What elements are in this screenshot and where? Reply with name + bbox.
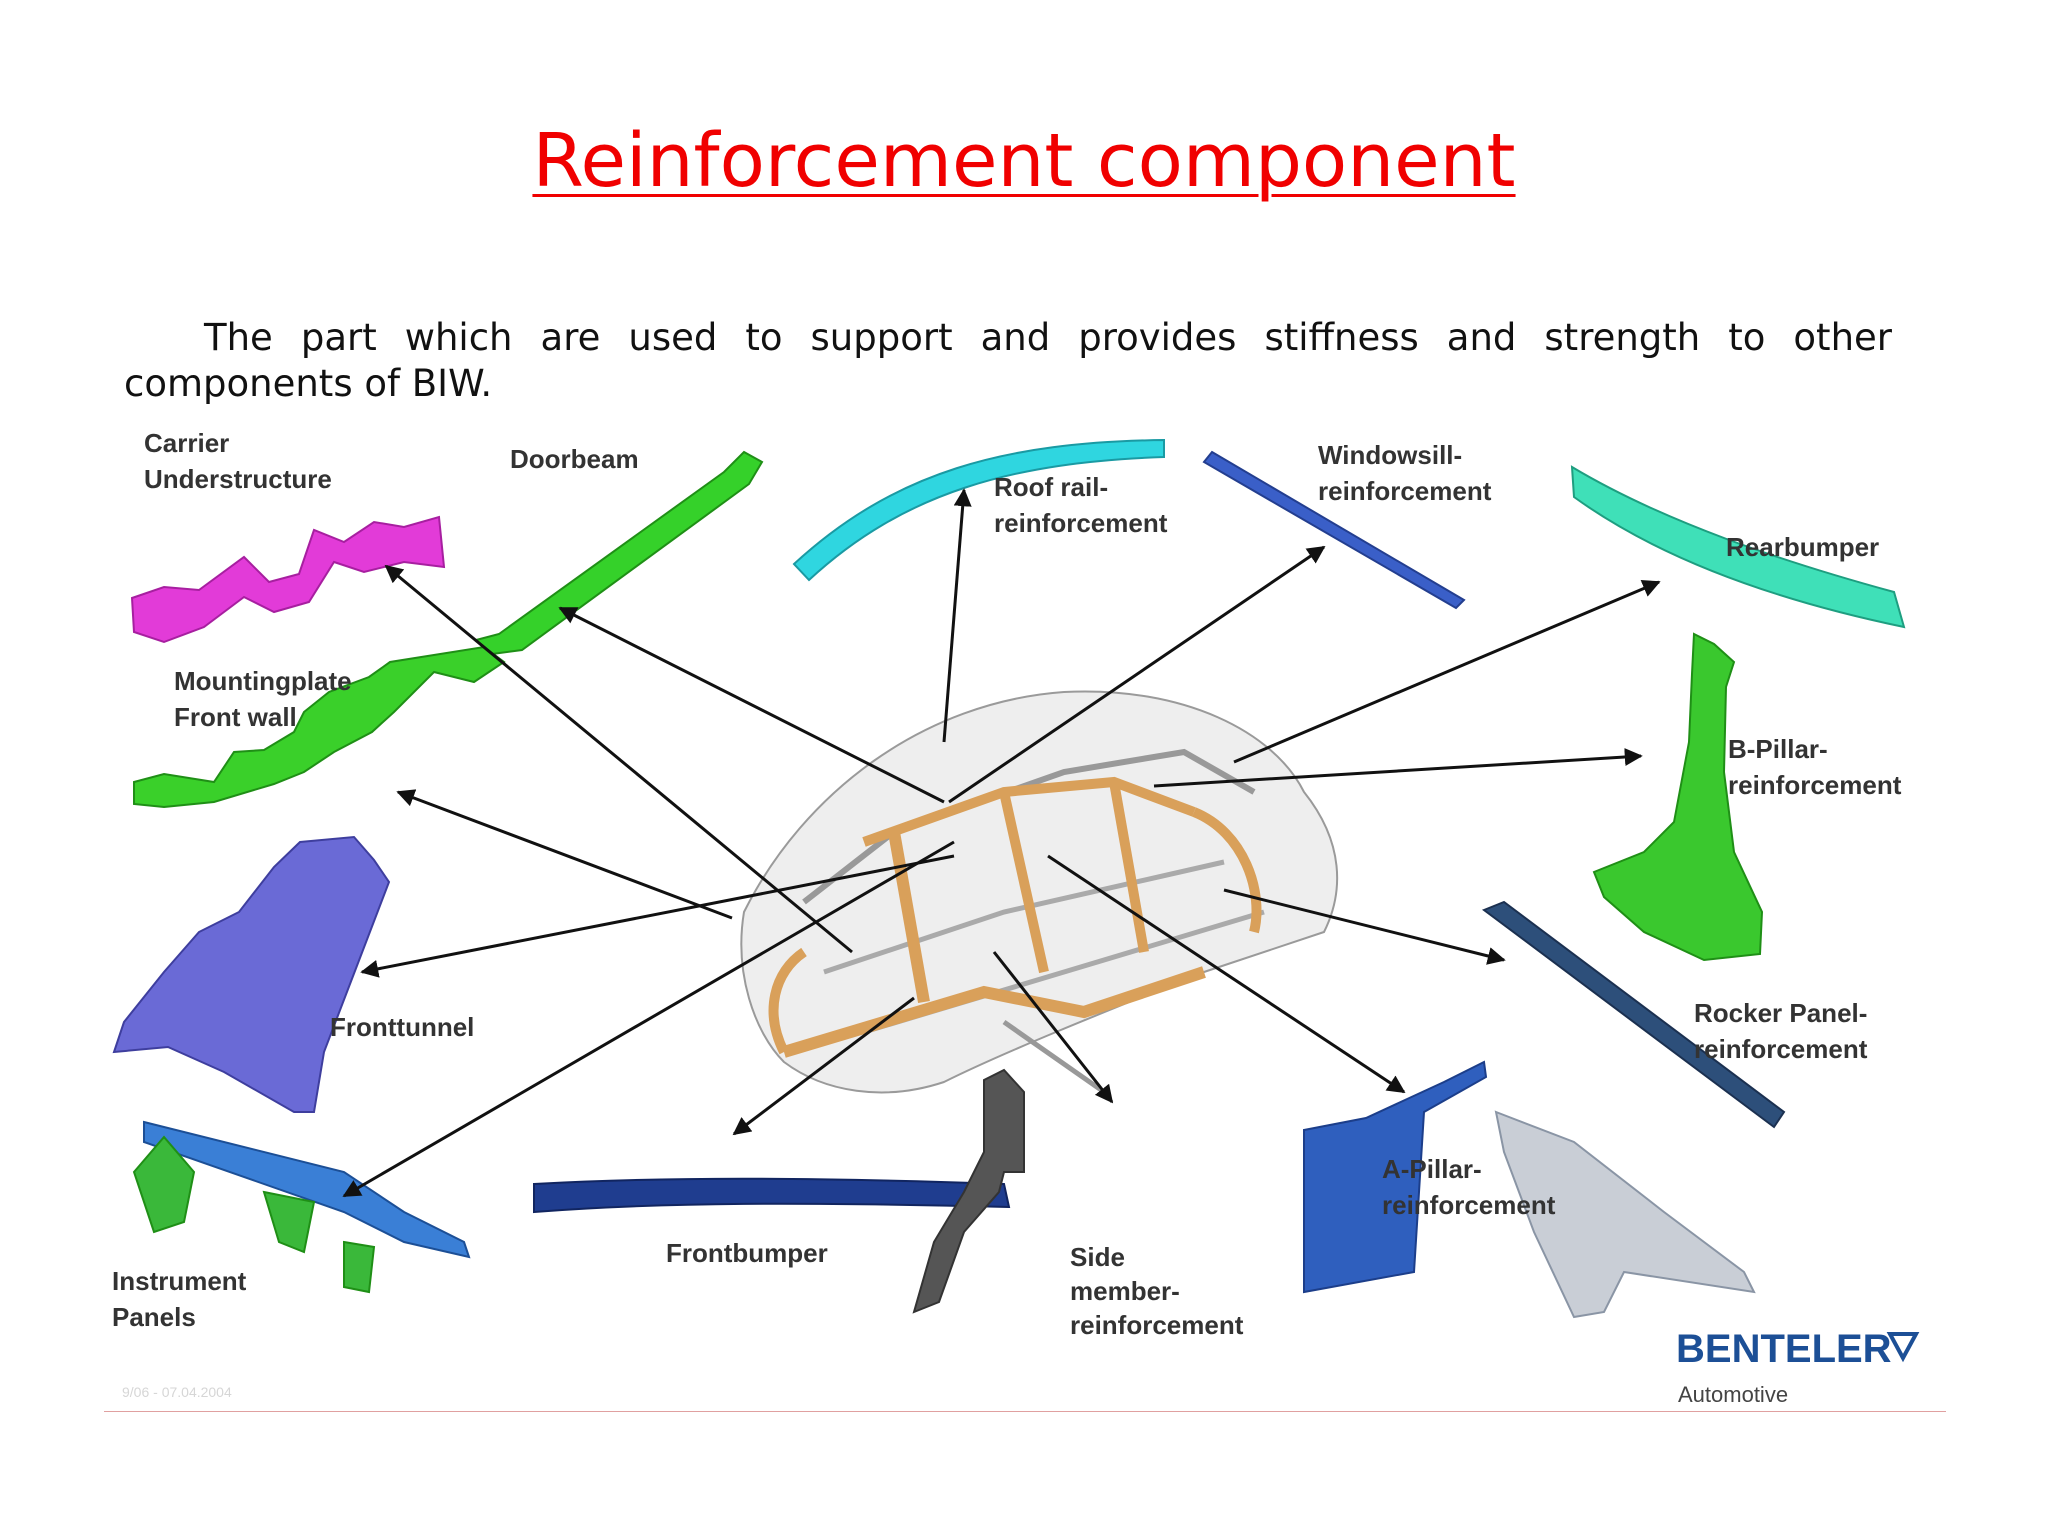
label-roof-rail: Roof rail- reinforcement bbox=[994, 472, 1168, 538]
label-rearbumper: Rearbumper bbox=[1726, 532, 1879, 562]
label-fronttunnel: Fronttunnel bbox=[330, 1012, 474, 1042]
fronttunnel-part bbox=[112, 835, 391, 1113]
label-instrument-panels: Instrument Panels bbox=[112, 1266, 254, 1332]
connector-arrows bbox=[342, 488, 1661, 1198]
slide-title-text: Reinforcement component bbox=[532, 118, 1516, 204]
footer-note: 9/06 - 07.04.2004 bbox=[122, 1384, 232, 1400]
brand-name: BENTELER bbox=[1676, 1327, 1892, 1371]
brand-subtitle: Automotive bbox=[1678, 1382, 1788, 1407]
side-member-part bbox=[912, 1068, 1025, 1314]
windowsill-part bbox=[1202, 450, 1466, 610]
instrument-panels-brackets bbox=[132, 1135, 376, 1294]
label-frontbumper: Frontbumper bbox=[666, 1238, 828, 1268]
label-carrier-understructure: Carrier Understructure bbox=[144, 428, 332, 494]
roof-rail-part bbox=[792, 438, 1165, 582]
label-mountingplate: Mountingplate Front wall bbox=[174, 666, 359, 732]
label-windowsill: Windowsill- reinforcement bbox=[1318, 440, 1492, 506]
label-side-member: Side member- reinforcement bbox=[1070, 1242, 1244, 1340]
slide-title: Reinforcement component bbox=[0, 118, 2048, 204]
slide-description: The part which are used to support and p… bbox=[124, 316, 1892, 405]
reinforcement-diagram: Carrier Understructure Doorbeam Roof rai… bbox=[104, 412, 1946, 1412]
brand-logo-icon bbox=[1886, 1332, 1920, 1363]
label-doorbeam: Doorbeam bbox=[510, 444, 639, 474]
car-body-frame bbox=[740, 690, 1339, 1095]
a-pillar-shadow-part bbox=[1494, 1110, 1756, 1319]
diagram-canvas: Carrier Understructure Doorbeam Roof rai… bbox=[104, 428, 1946, 1412]
label-b-pillar: B-Pillar- reinforcement bbox=[1728, 734, 1902, 800]
label-rocker-panel: Rocker Panel- reinforcement bbox=[1694, 998, 1875, 1064]
doorbeam-part bbox=[473, 450, 764, 656]
frontbumper-part bbox=[533, 1177, 1011, 1214]
rearbumper-part bbox=[1570, 465, 1906, 629]
rocker-panel-part bbox=[1481, 900, 1786, 1129]
carrier-understructure-part bbox=[130, 515, 446, 644]
label-a-pillar: A-Pillar- reinforcement bbox=[1382, 1154, 1556, 1220]
b-pillar-part bbox=[1592, 632, 1764, 962]
a-pillar-part bbox=[1303, 1060, 1488, 1294]
